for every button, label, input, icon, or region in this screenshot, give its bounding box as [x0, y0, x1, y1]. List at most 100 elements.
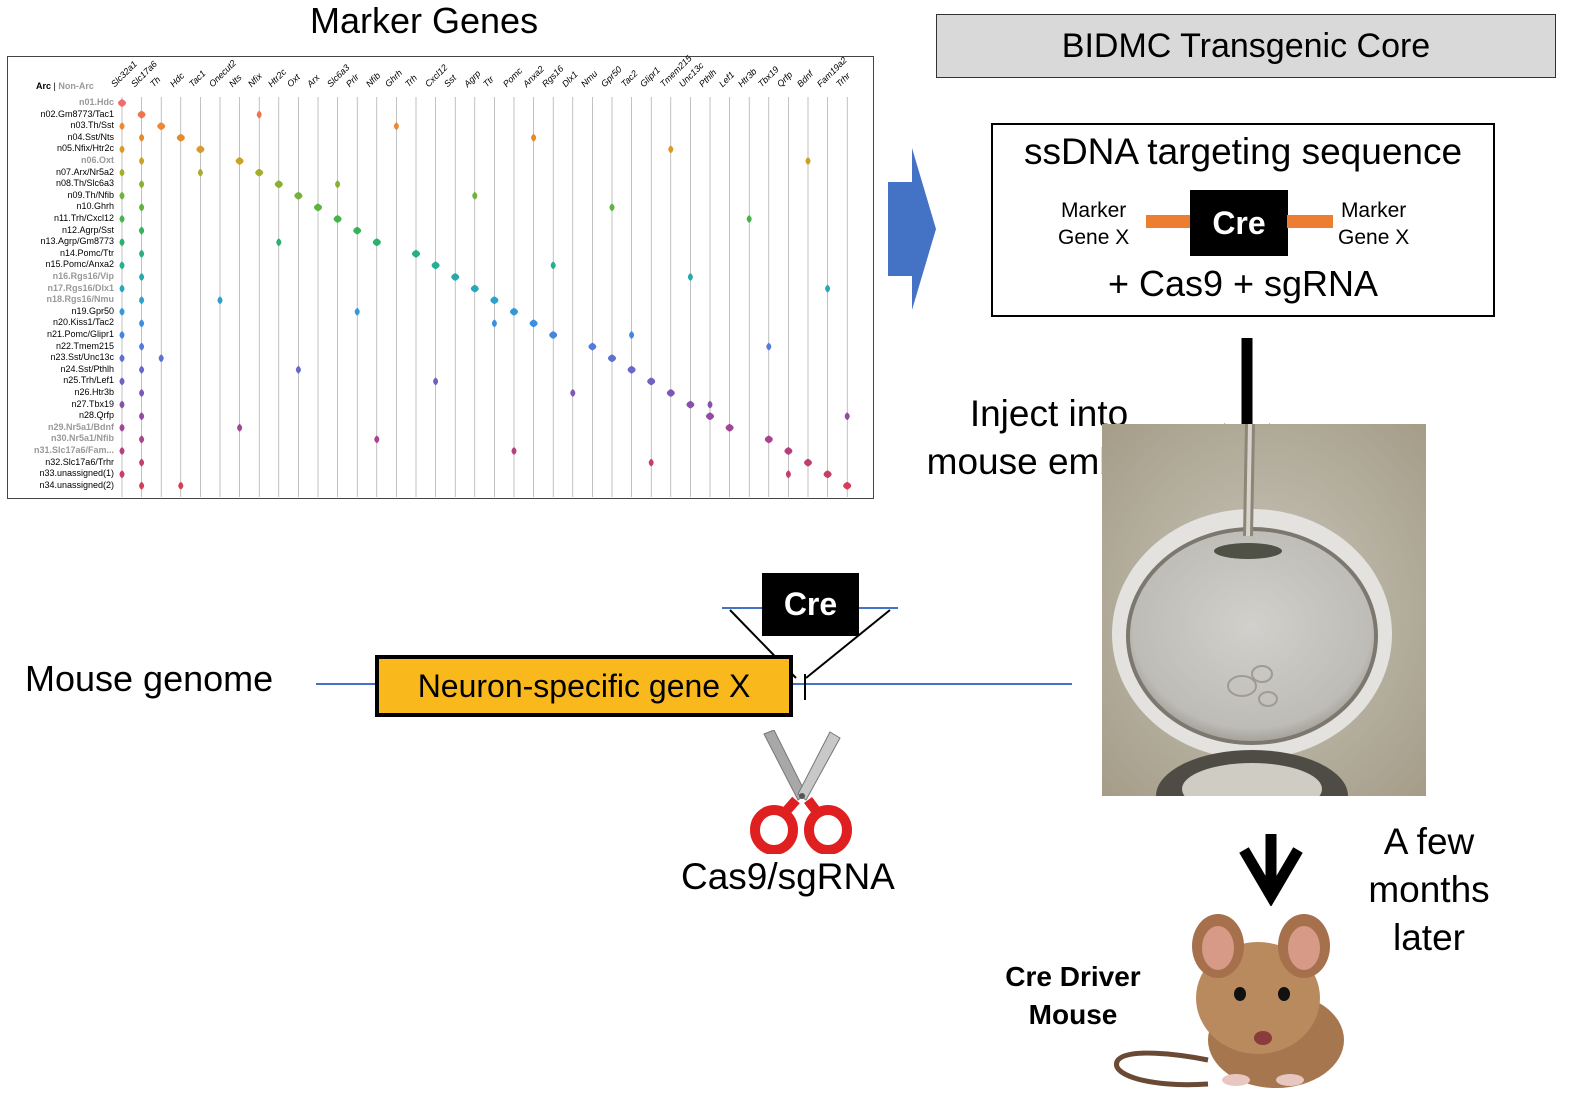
violin-mark	[627, 365, 636, 374]
cre-driver-line2: Mouse	[1028, 999, 1118, 1030]
violin-mark	[843, 481, 852, 490]
cluster-label: n28.Qrfp	[78, 410, 114, 421]
mouse-icon	[1114, 914, 1344, 1088]
cluster-label: n29.Nr5a1/Bdnf	[47, 421, 114, 432]
cluster-label: n19.Gpr50	[71, 305, 114, 316]
violin-mark	[529, 319, 538, 328]
marker-genes-title: Marker Genes	[310, 0, 539, 41]
cluster-label: n30.Nr5a1/Nfib	[50, 433, 114, 444]
violin-mark	[766, 342, 772, 351]
violin-mark	[119, 284, 125, 293]
cre-insert: Cre	[762, 573, 859, 636]
violin-mark	[491, 319, 497, 328]
violin-mark	[119, 99, 125, 107]
violin-mark	[294, 191, 303, 200]
later-line2: months	[1368, 869, 1490, 910]
violin-mark	[413, 249, 419, 258]
violin-mark	[314, 203, 322, 212]
cluster-label: n33.unassigned(1)	[39, 468, 114, 479]
violin-mark	[139, 458, 145, 467]
violin-mark	[139, 342, 145, 351]
violin-mark	[139, 389, 145, 397]
violin-mark	[197, 168, 203, 177]
violin-mark	[784, 447, 793, 455]
down-arrow-2-icon	[1239, 834, 1303, 906]
violin-mark	[119, 377, 125, 386]
violin-mark	[119, 191, 125, 200]
violin-mark	[139, 412, 145, 421]
marker-gene-right: Marker Gene X	[1338, 197, 1409, 251]
cas9-sgrna-label: Cas9/sgRNA	[681, 856, 895, 897]
violin-mark	[196, 145, 205, 154]
violin-mark	[844, 412, 850, 421]
violin-mark	[746, 215, 752, 223]
cluster-label: n02.Gm8773/Tac1	[40, 108, 114, 119]
core-title: BIDMC Transgenic Core	[1061, 26, 1431, 65]
violin-mark	[139, 481, 145, 490]
violin-mark	[490, 296, 499, 305]
homology-arm-right	[1287, 215, 1333, 228]
cre-driver-line1: Cre Driver	[1005, 961, 1141, 992]
violin-mark	[158, 354, 164, 363]
violin-mark	[139, 180, 145, 189]
inject-line1: Inject into	[969, 393, 1129, 434]
violin-plot-svg	[118, 97, 852, 497]
cluster-label: n18.Rgs16/Nmu	[46, 294, 114, 305]
violin-mark	[668, 145, 674, 154]
violin-mark	[588, 342, 597, 351]
violin-mark	[451, 273, 460, 281]
violin-mark	[119, 470, 125, 479]
violin-mark	[510, 307, 518, 316]
cluster-label: n04.Sst/Nts	[67, 131, 114, 142]
violin-mark	[372, 238, 381, 247]
violin-mark	[255, 168, 264, 177]
violin-mark	[139, 203, 145, 212]
marker-left-line1: Marker	[1060, 199, 1127, 222]
violin-mark	[139, 435, 145, 444]
violin-mark	[119, 400, 125, 409]
violin-mark	[549, 331, 558, 339]
violin-mark	[139, 226, 145, 235]
marker-right-line2: Gene X	[1338, 226, 1410, 249]
violin-mark	[119, 168, 125, 177]
violin-mark	[431, 261, 440, 270]
arc-legend: Arc | Non-Arc	[36, 81, 94, 91]
cluster-label: n15.Pomc/Anxa2	[45, 259, 114, 270]
legend-arc: Arc	[36, 81, 52, 91]
violin-mark	[139, 133, 145, 142]
cluster-label: n32.Slc17a6/Trhr	[45, 456, 114, 467]
violin-mark	[608, 354, 616, 363]
violin-mark	[686, 400, 695, 409]
violin-mark	[139, 296, 145, 305]
cluster-label: n23.Sst/Unc13c	[50, 352, 114, 363]
violin-mark	[119, 354, 125, 363]
cluster-label: n27.Tbx19	[71, 398, 114, 409]
violin-mark	[531, 133, 537, 142]
violin-mark	[666, 389, 675, 397]
violin-mark	[119, 122, 125, 131]
violin-mark	[119, 423, 125, 432]
violin-mark	[119, 238, 125, 247]
violin-mark	[157, 122, 166, 131]
violin-mark	[139, 110, 145, 119]
violin-mark	[295, 365, 301, 374]
cluster-label: n25.Trh/Lef1	[63, 375, 114, 386]
cluster-label: n20.Kiss1/Tac2	[52, 317, 114, 328]
cluster-label: n03.Th/Sst	[70, 120, 114, 131]
cluster-label: n13.Agrp/Gm8773	[40, 236, 114, 247]
marker-gene-left: Marker Gene X	[1058, 197, 1129, 251]
neuron-gene-box: Neuron-specific gene X	[375, 655, 793, 717]
violin-mark	[333, 215, 342, 223]
violin-mark	[629, 331, 635, 339]
homology-arm-left	[1146, 215, 1192, 228]
violin-mark	[139, 273, 145, 281]
violin-mark	[256, 110, 262, 119]
cluster-label: n34.unassigned(2)	[39, 479, 114, 490]
violin-mark	[139, 157, 145, 165]
cluster-label: n10.Ghrh	[76, 201, 114, 212]
cluster-label: n12.Agrp/Sst	[61, 224, 114, 235]
violin-mark	[235, 157, 244, 165]
cluster-label: n24.Sst/Pthlh	[60, 363, 114, 374]
later-line1: A few	[1383, 821, 1475, 862]
